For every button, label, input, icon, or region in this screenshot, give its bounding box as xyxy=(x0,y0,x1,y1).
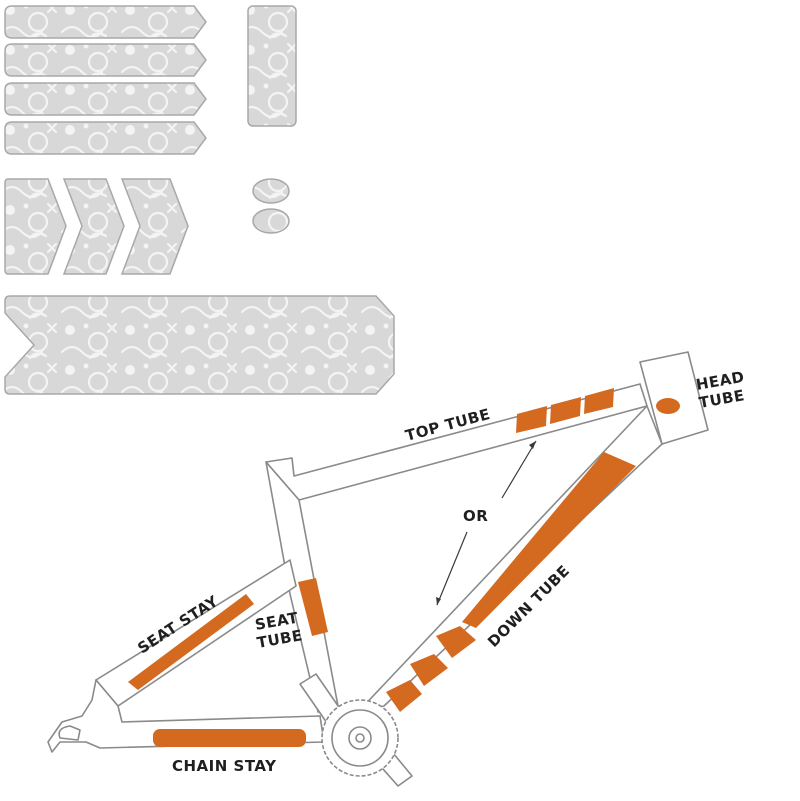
seat-tube-guard xyxy=(298,578,328,636)
crankset xyxy=(299,673,413,787)
head-tube-outline xyxy=(639,351,709,445)
sticker-chevron-1 xyxy=(4,178,67,275)
arrow-head-down xyxy=(436,597,441,605)
crank-bolt xyxy=(355,733,365,743)
arrow-upper-line xyxy=(501,440,537,499)
down-tube-guard-1 xyxy=(436,626,476,658)
bike-frame xyxy=(47,351,709,787)
sticker-oval-1 xyxy=(252,178,290,204)
sticker-chevron-3 xyxy=(120,178,189,275)
label-or: OR xyxy=(463,507,488,525)
or-arrow xyxy=(436,440,537,606)
sticker-strip-1 xyxy=(4,5,207,39)
dropout-outline xyxy=(58,725,81,741)
top-tube-guard-3 xyxy=(584,388,614,414)
down-tube-guard-3 xyxy=(386,680,422,712)
sticker-chevron-2 xyxy=(62,178,125,275)
sticker-strip-2 xyxy=(4,43,207,77)
arrow-head-up xyxy=(529,441,536,449)
down-tube-guard-long xyxy=(462,452,636,628)
head-tube-guard xyxy=(656,398,680,414)
chain-stay-guard xyxy=(153,729,306,747)
label-chain-stay: CHAIN STAY xyxy=(172,757,277,775)
top-tube-guard-1 xyxy=(516,406,547,433)
down-tube-guard-2 xyxy=(410,654,448,686)
orange-guards xyxy=(128,388,680,747)
sticker-strip-3 xyxy=(4,82,207,116)
sticker-strip-4 xyxy=(4,121,207,155)
sticker-large-strip xyxy=(4,295,395,395)
top-tube-guard-2 xyxy=(550,397,581,424)
sticker-rectangle xyxy=(247,5,297,127)
arrow-lower-line xyxy=(436,531,468,606)
sticker-oval-2 xyxy=(252,208,290,234)
sticker-sheet xyxy=(4,5,395,395)
seat-stay-guard xyxy=(128,594,254,690)
